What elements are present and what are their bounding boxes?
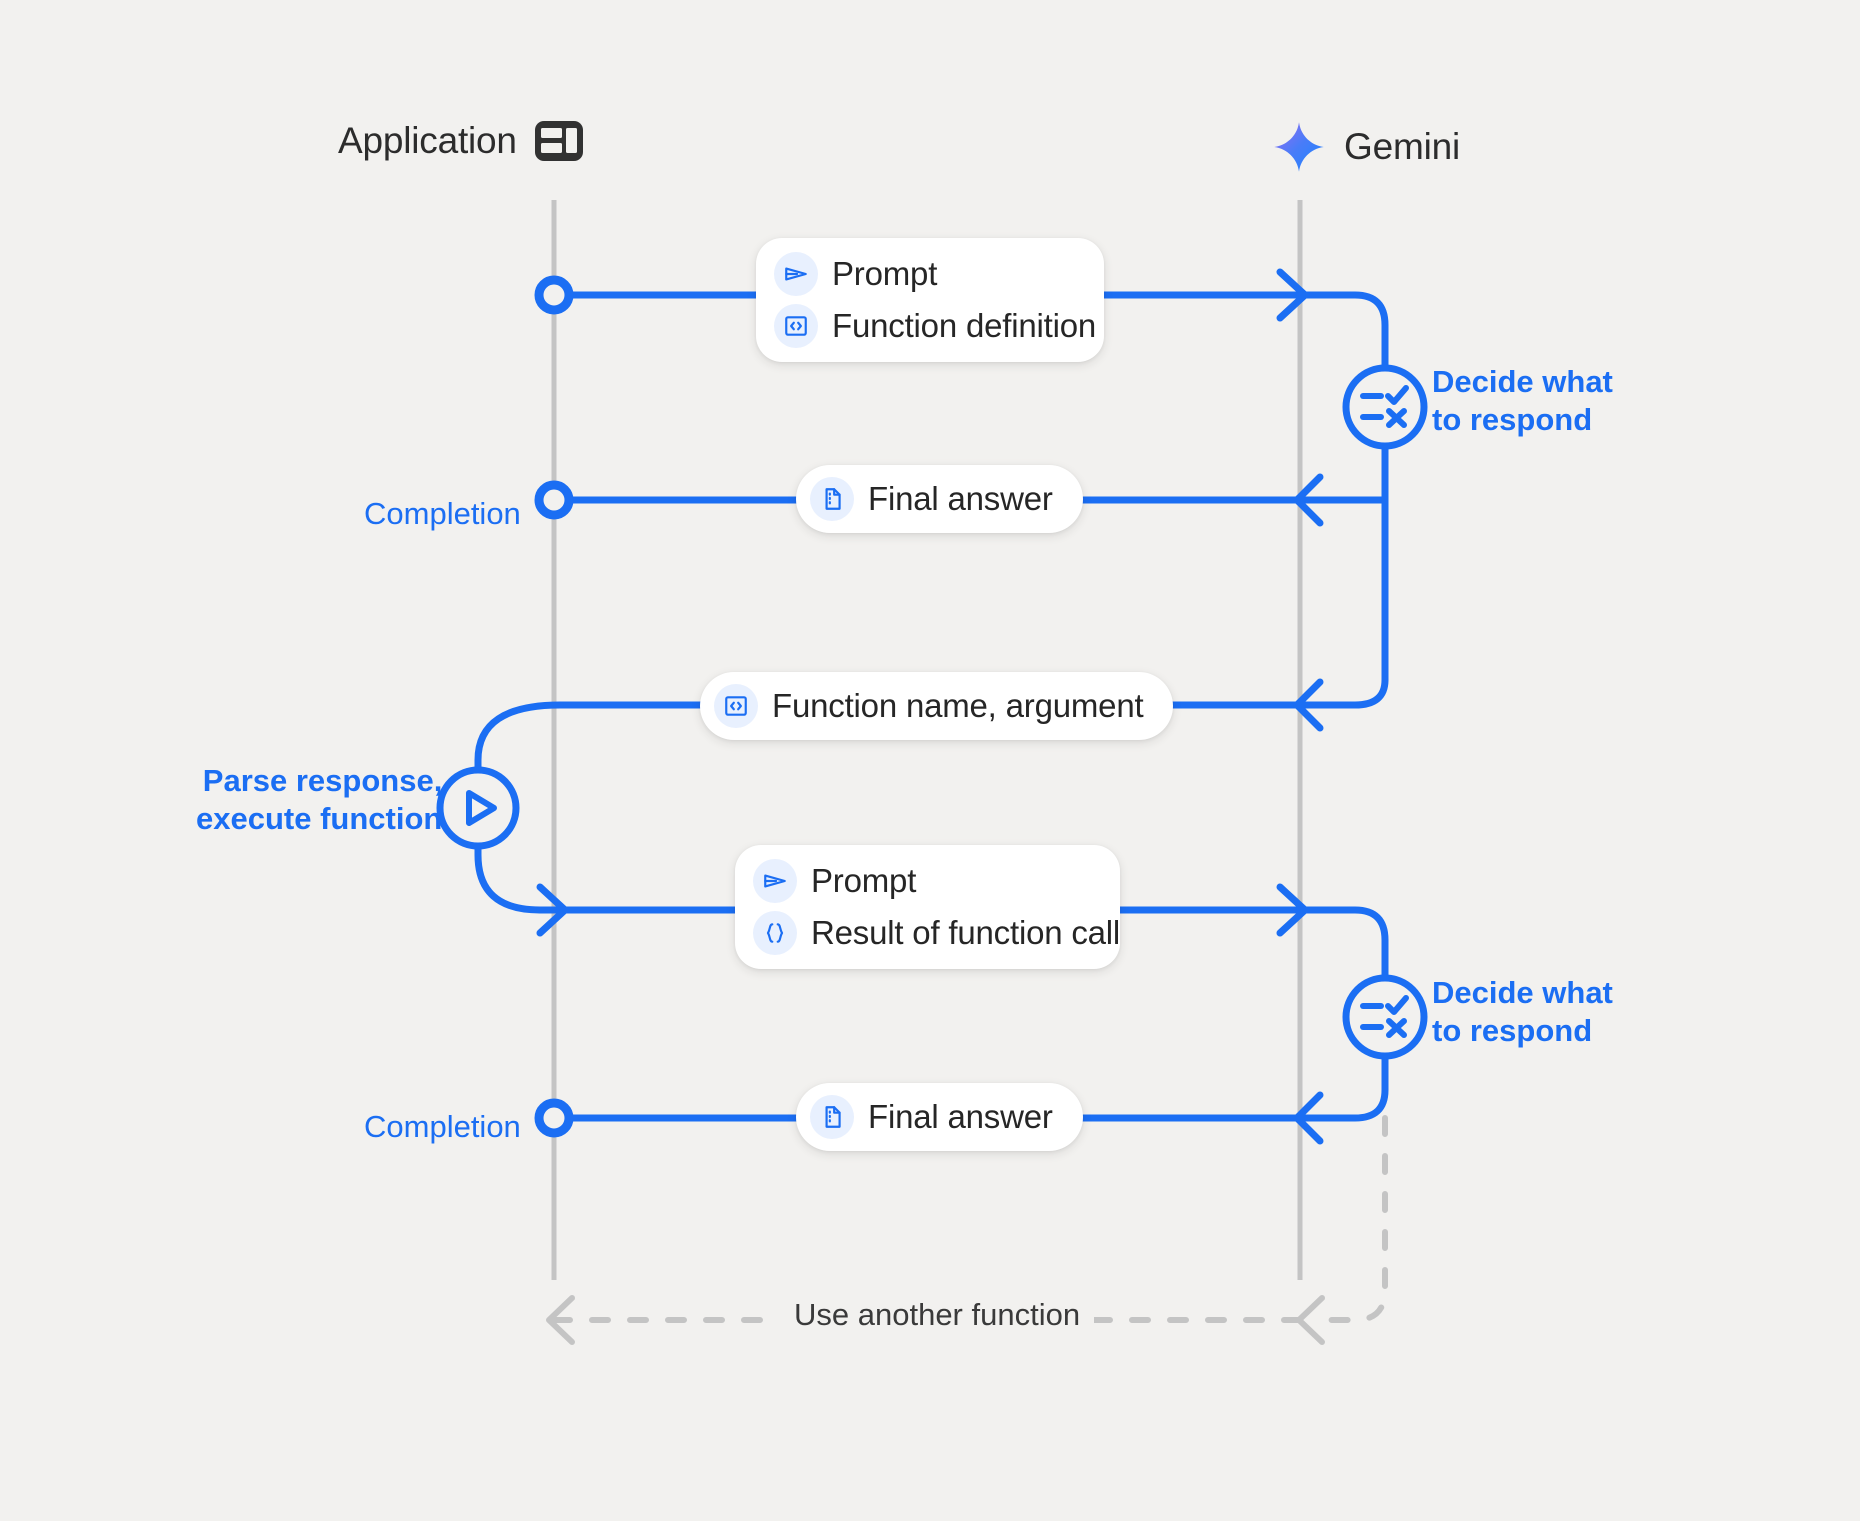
arrowhead-final-answer-1	[1293, 473, 1324, 527]
message-bubble-prompt-function-definition[interactable]: Prompt Function definition	[756, 238, 1104, 362]
flow-gemini-to-decide-1	[1296, 291, 1389, 372]
flow-gemini-to-decide-2	[1296, 906, 1389, 982]
play-circle-icon	[436, 766, 520, 850]
arrowhead-final-answer-2	[1293, 1091, 1324, 1145]
flow-decide-2-down	[550, 1052, 1389, 1122]
code-brackets-icon	[714, 684, 758, 728]
bubble-line-text: Final answer	[868, 479, 1053, 517]
message-bubble-final-answer-1[interactable]: Final answer	[796, 465, 1083, 533]
actor-application-label: Application	[338, 120, 517, 161]
loop-arrowhead-left	[546, 1295, 575, 1345]
actor-gemini-label: Gemini	[1344, 126, 1460, 167]
label-decide-1-line-2: to respond	[1432, 401, 1593, 437]
message-bubble-function-name-argument[interactable]: Function name, argument	[700, 672, 1174, 740]
bubble-line-text: Prompt	[832, 254, 938, 292]
bubble-line-text: Final answer	[868, 1097, 1053, 1135]
bubble-row: Prompt	[774, 252, 1070, 296]
start-dot-icon	[534, 275, 574, 315]
gemini-sparkle-icon	[1274, 122, 1324, 172]
label-completion-1: Completion	[364, 496, 521, 531]
bubble-row: Final answer	[810, 1095, 1053, 1139]
label-decide-2-line-2: to respond	[1432, 1012, 1593, 1048]
label-decide-1-line-1: Decide what	[1432, 364, 1613, 399]
code-brackets-icon	[774, 304, 818, 348]
flow-function-name-argument	[556, 676, 1389, 709]
label-parse-line-2: execute function	[196, 800, 443, 836]
loop-label: Use another function	[780, 1297, 1095, 1333]
message-bubble-prompt-result[interactable]: Prompt Result of function call	[735, 845, 1120, 969]
actor-gemini: Gemini	[1272, 120, 1460, 174]
bubble-row: Function definition	[774, 304, 1096, 348]
completion-dot-2	[534, 1098, 574, 1138]
curly-braces-icon	[753, 911, 797, 955]
document-icon	[810, 1095, 854, 1139]
bubble-row: Final answer	[810, 477, 1053, 521]
bubble-line-text: Prompt	[811, 861, 917, 899]
label-parse-execute: Parse response, execute function	[196, 762, 442, 838]
bubble-line-text: Function definition	[832, 306, 1097, 344]
app-layout-icon	[534, 121, 583, 161]
loop-arrowhead-right	[1296, 1295, 1325, 1345]
send-icon	[753, 859, 797, 903]
flow-from-parse-node	[474, 841, 564, 914]
document-icon	[810, 477, 854, 521]
label-decide-2: Decide what to respond	[1432, 974, 1613, 1050]
message-bubble-final-answer-2[interactable]: Final answer	[796, 1083, 1083, 1151]
checklist-circle-icon-1	[1342, 364, 1428, 450]
actor-application: Application	[338, 120, 583, 162]
bubble-line-text: Function name, argument	[772, 686, 1144, 724]
label-decide-2-line-1: Decide what	[1432, 975, 1613, 1010]
label-parse-line-1: Parse response,	[202, 763, 443, 798]
bubble-row: Function name, argument	[714, 684, 1144, 728]
bubble-row: Prompt	[753, 859, 1086, 903]
bubble-row: Result of function call	[753, 911, 1120, 955]
label-decide-1: Decide what to respond	[1432, 363, 1613, 439]
bubble-line-text: Result of function call	[811, 913, 1121, 951]
loop-dashed-descend	[1307, 1115, 1388, 1323]
completion-dot-1	[534, 480, 574, 520]
label-completion-2: Completion	[364, 1109, 521, 1144]
send-icon	[774, 252, 818, 296]
arrowhead-from-parse	[536, 883, 569, 937]
arrowhead-function-name-argument	[1293, 678, 1324, 732]
flow-to-parse-node	[474, 701, 564, 774]
checklist-circle-icon-2	[1342, 974, 1428, 1060]
